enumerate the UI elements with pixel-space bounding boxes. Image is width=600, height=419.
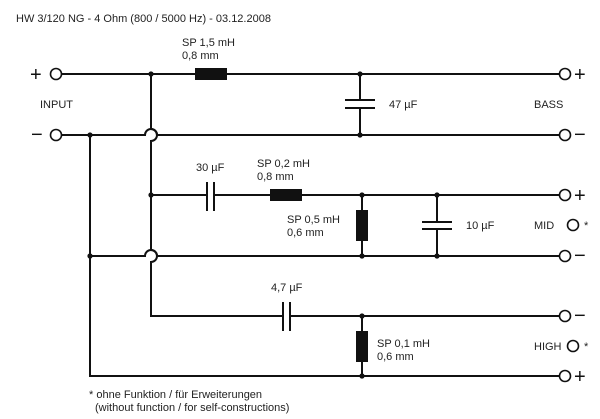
input-minus-sign: − [31,124,43,146]
input-label: INPUT [40,99,73,111]
input-plus-sign: + [30,64,42,86]
mid-aux-terminal [566,218,580,232]
mid-minus-sign: − [574,245,586,267]
mid-series-coil-label: SP 0,2 mH [257,158,310,170]
bass-minus-terminal [558,128,572,142]
bass-plus-sign: + [574,64,586,86]
wires [61,73,560,377]
mid-shunt-cap-label: 10 µF [466,220,495,232]
high-asterisk: * [584,341,589,353]
bass-plus-terminal [558,67,572,81]
schematic-title: HW 3/120 NG - 4 Ohm (800 / 5000 Hz) - 03… [16,13,271,25]
input-minus-terminal [49,128,63,142]
bass-coil-label: SP 1,5 mH [182,37,235,49]
high-aux-terminal [566,339,580,353]
high-cap-label: 4,7 µF [271,282,303,294]
mid-series-coil [270,189,302,201]
high-coil-label: SP 0,1 mH [377,338,430,350]
bass-coil-wire: 0,8 mm [182,50,219,62]
mid-label: MID [534,220,554,232]
mid-shunt-coil-label: SP 0,5 mH [287,214,340,226]
bass-series-coil [195,68,227,80]
mid-shunt-coil [356,210,368,241]
footnote-line1: * ohne Funktion / für Erweiterungen [89,389,262,401]
input-plus-terminal [49,67,63,81]
footnote-line2: (without function / for self-constructio… [95,402,289,414]
bass-label: BASS [534,99,563,111]
mid-plus-sign: + [574,185,586,207]
mid-shunt-coil-wire: 0,6 mm [287,227,324,239]
high-minus-sign: − [574,305,586,327]
junction-dots [87,71,440,379]
mid-plus-terminal [558,188,572,202]
high-label: HIGH [534,341,562,353]
mid-minus-terminal [558,249,572,263]
bass-cap-label: 47 µF [389,99,418,111]
mid-series-coil-wire: 0,8 mm [257,171,294,183]
high-plus-sign: + [574,366,586,388]
mid-asterisk: * [584,220,589,232]
mid-series-cap-label: 30 µF [196,162,225,174]
bass-minus-sign: − [574,124,586,146]
high-minus-terminal [558,309,572,323]
high-shunt-coil [356,331,368,362]
high-plus-terminal [558,369,572,383]
high-coil-wire: 0,6 mm [377,351,414,363]
